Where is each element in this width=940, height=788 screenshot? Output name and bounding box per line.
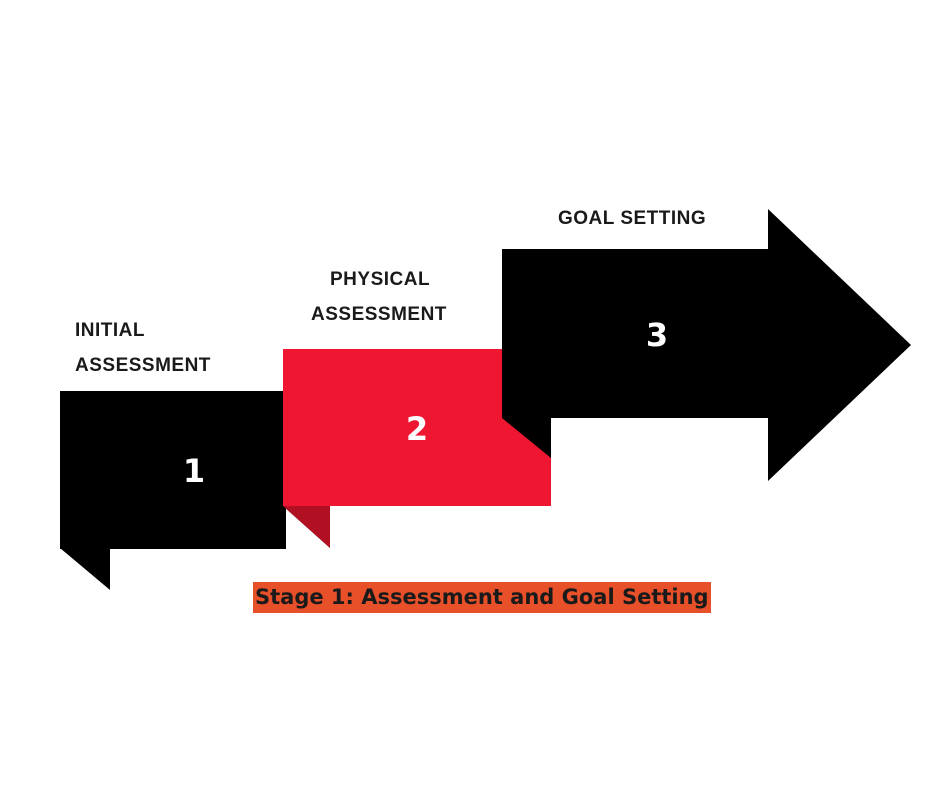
- step-3-arrow: [502, 209, 911, 481]
- step-3-label: GOAL SETTING: [558, 208, 706, 229]
- step-1-label-line-1: INITIAL: [75, 320, 145, 341]
- step-2: 2 PHYSICAL ASSESSMENT: [283, 269, 551, 548]
- step-1-block: [60, 391, 286, 549]
- step-1-label-line-2: ASSESSMENT: [75, 355, 211, 376]
- step-3: 3 GOAL SETTING: [502, 208, 911, 481]
- stage-caption: Stage 1: Assessment and Goal Setting: [253, 582, 711, 613]
- step-2-label-line-2: ASSESSMENT: [311, 304, 447, 325]
- step-2-label-line-1: PHYSICAL: [330, 269, 430, 290]
- step-3-number: 3: [646, 316, 668, 354]
- step-1-number: 1: [183, 452, 205, 490]
- step-2-number: 2: [406, 410, 428, 448]
- step-2-fold: [283, 506, 330, 548]
- step-1-fold: [60, 548, 110, 590]
- step-3-fold: [502, 418, 551, 458]
